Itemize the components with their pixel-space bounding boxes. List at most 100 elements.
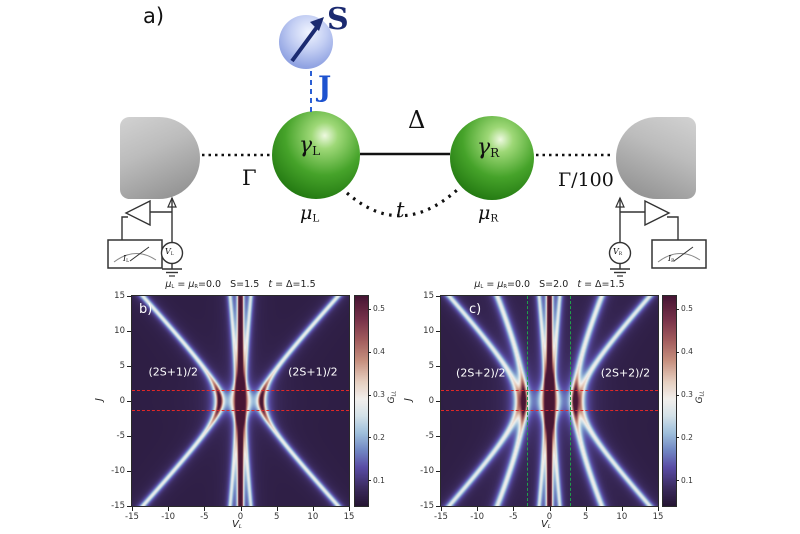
x-tick	[621, 507, 623, 511]
y-tick	[127, 331, 131, 332]
mu-left-label: μL	[300, 202, 320, 225]
colorbar-tick-label: 0.2	[681, 432, 693, 442]
colorbar-tick	[368, 351, 371, 353]
y-tick-label: 15	[423, 291, 434, 301]
colorbar-tick	[676, 308, 679, 310]
panel-b-heatmap-canvas	[132, 296, 349, 506]
red-dashed-guide-line	[441, 390, 658, 392]
title-segment: R	[503, 284, 508, 291]
y-tick-label: -5	[116, 431, 125, 441]
colorbar-tick	[676, 480, 679, 482]
left-ammeter-needle	[129, 246, 150, 262]
y-tick	[436, 331, 440, 332]
resonance-annotation: (2S+2)/2	[600, 366, 651, 380]
resonance-annotation: (2S+1)/2	[288, 365, 338, 379]
colorbar-tick-label: 0.4	[681, 347, 693, 357]
left-voltmeter-label: VL	[165, 247, 174, 257]
panel-c-heatmap-canvas	[441, 296, 658, 506]
resonance-annotation: (2S+2)/2	[456, 366, 506, 380]
delta-label: Δ	[408, 106, 426, 134]
panel-c-xlabel: VL	[541, 519, 551, 531]
y-tick-label: -10	[111, 466, 125, 476]
left-ammeter-label: IL	[123, 254, 130, 264]
right-ammeter-needle	[673, 246, 694, 262]
colorbar-tick	[368, 437, 371, 439]
title-segment: =0.0 S=2.0	[507, 279, 578, 290]
colorbar-tick-label: 0.5	[681, 304, 693, 314]
y-tick	[127, 506, 131, 507]
colorbar-tick	[368, 394, 371, 396]
left-wire-up-arrow	[167, 196, 177, 208]
y-tick	[127, 366, 131, 367]
panel-b-heatmap: b) (2S+1)/2 (2S+1)/2	[131, 295, 350, 507]
title-segment: L	[480, 284, 484, 291]
y-tick-label: -5	[425, 431, 434, 441]
x-tick	[658, 507, 659, 511]
x-tick	[477, 507, 479, 511]
panel-a-label: a)	[143, 4, 165, 28]
title-segment: μ	[497, 279, 504, 290]
gamma-left-label: γL	[299, 133, 321, 158]
colorbar-tick-label: 0.1	[373, 475, 385, 485]
y-tick	[127, 401, 131, 402]
panel-b-colorbar	[354, 295, 369, 507]
right-ammeter-label: IR	[668, 254, 675, 264]
y-tick-label: -10	[420, 466, 434, 476]
x-tick-label: 15	[343, 512, 355, 522]
x-tick-label: -5	[200, 512, 209, 522]
colorbar-tick-label: 0.3	[681, 390, 693, 400]
right-ammeter-dial	[657, 253, 701, 263]
colorbar-tick-label: 0.2	[373, 432, 385, 442]
j-coupling-label: J	[318, 70, 332, 103]
x-tick-label: -15	[434, 512, 448, 522]
title-segment: μ	[188, 279, 195, 290]
y-tick-label: 5	[428, 361, 434, 371]
gamma-coupling-right-label: Γ/100	[558, 169, 614, 191]
left-amplifier	[124, 199, 151, 227]
red-dashed-guide-line	[132, 390, 349, 392]
y-tick-label: 10	[423, 326, 434, 336]
spin-S-label: S	[327, 2, 349, 37]
panel-b-colorbar-label: GLL	[387, 390, 398, 404]
gamma-right-label: γR	[477, 135, 500, 160]
left-lead	[120, 117, 200, 199]
right-voltmeter-label: VR	[613, 247, 623, 257]
resonance-annotation: (2S+1)/2	[148, 365, 198, 379]
panel-c-heatmap: c) (2S+2)/2(2S+2)/2	[440, 295, 659, 507]
x-tick-label: 0	[237, 512, 244, 522]
x-tick-label: -10	[470, 512, 485, 522]
title-segment: t	[268, 279, 273, 290]
title-segment: t	[577, 279, 582, 290]
red-dashed-guide-line	[441, 409, 658, 411]
title-segment: =	[483, 279, 498, 290]
schematic-lines	[107, 17, 707, 277]
y-tick	[436, 471, 440, 472]
x-tick-label: -15	[125, 512, 139, 522]
x-tick	[513, 507, 515, 511]
right-ammeter-wire	[667, 216, 679, 240]
panel-c-colorbar	[662, 295, 677, 507]
x-tick-label: -10	[161, 512, 176, 522]
panel-c-colorbar-label: GLL	[695, 390, 706, 404]
x-tick	[132, 507, 133, 511]
y-tick-label: 10	[114, 326, 125, 336]
title-segment: =	[174, 279, 189, 290]
colorbar-tick	[368, 480, 371, 482]
spin-arrow	[290, 25, 319, 63]
mu-right-label: μR	[478, 202, 499, 225]
y-tick	[127, 436, 131, 437]
y-tick-label: 0	[428, 396, 434, 406]
colorbar-tick-label: 0.1	[681, 475, 693, 485]
y-tick	[127, 296, 131, 297]
spin-arrowhead	[310, 17, 324, 31]
colorbar-tick	[676, 437, 679, 439]
x-tick	[585, 507, 587, 511]
green-dashed-guide-line	[526, 296, 528, 506]
panel-b-label: b)	[139, 302, 153, 317]
panel-b-colorbar-canvas	[355, 296, 368, 506]
y-tick	[436, 366, 440, 367]
title-segment: =0.0 S=1.5	[198, 279, 269, 290]
y-tick-label: 15	[114, 291, 125, 301]
y-tick-label: -15	[420, 501, 434, 511]
